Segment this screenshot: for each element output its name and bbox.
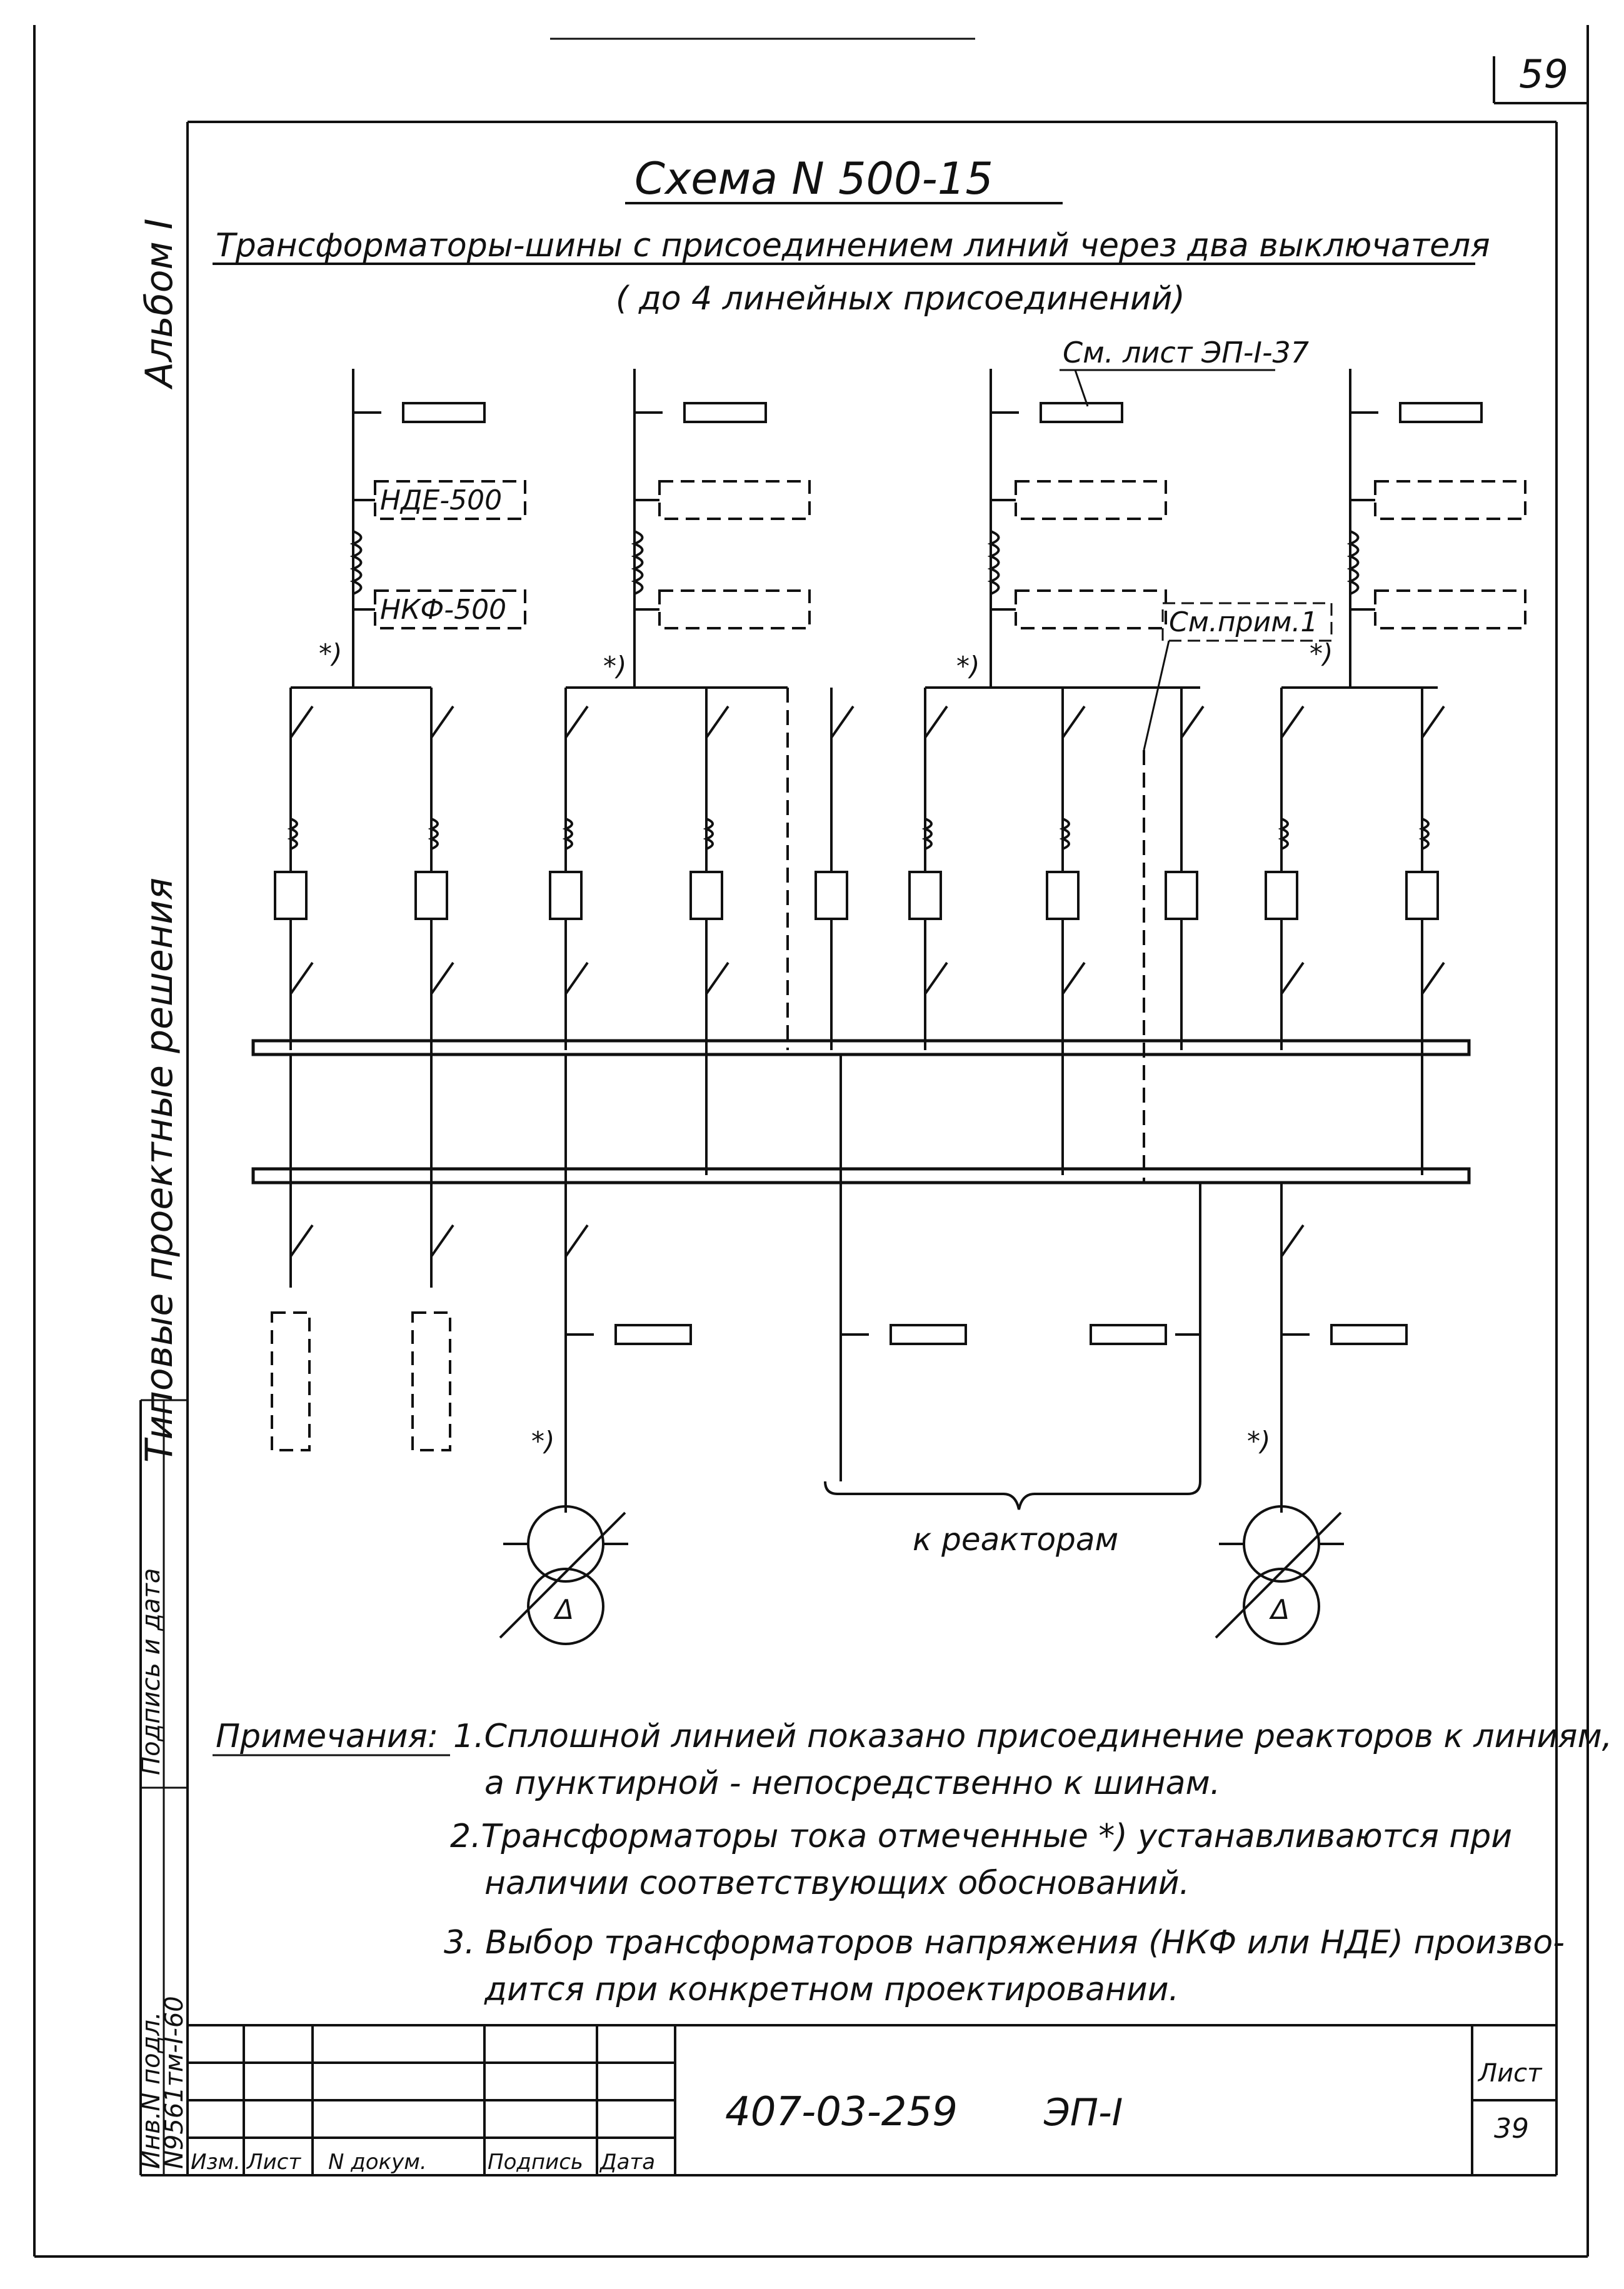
sheet-number: 39	[1494, 2113, 1529, 2145]
note-1a: 1.Сплошной линией показано присоединение…	[453, 1718, 1612, 1755]
scheme-subtitle: Трансформаторы-шины с присоединением лин…	[216, 227, 1490, 264]
scheme-subtitle2: ( до 4 линейных присоединений)	[616, 280, 1185, 318]
note-2b: наличии соответствующих обоснований.	[484, 1865, 1190, 1902]
side-sign-label: Подпись и дата	[137, 1568, 166, 1775]
note-1b: а пунктирной - непосредственно к шинам.	[484, 1765, 1220, 1802]
ct-mark-4: *)	[1310, 638, 1333, 669]
ct-mark-6: *)	[1247, 1426, 1270, 1456]
col-list: Лист	[246, 2150, 301, 2175]
side-inv-label: Инв.N подл.	[137, 2011, 166, 2169]
col-ndoc: N докум.	[328, 2150, 427, 2175]
page-number: 59	[1519, 51, 1568, 97]
note-2a: 2.Трансформаторы тока отмеченные *) уста…	[450, 1818, 1512, 1855]
note-3b: дится при конкретном проектировании.	[484, 1971, 1179, 2008]
note-reference: См.прим.1	[1169, 606, 1318, 638]
svg-text:Δ: Δ	[1269, 1594, 1290, 1626]
title-block	[188, 2024, 1556, 2175]
note-3a: 3. Выбор трансформаторов напряжения (НКФ…	[444, 1924, 1565, 1961]
col-sign: Подпись	[488, 2150, 583, 2175]
power-transformers: Δ Δ	[499, 1505, 1344, 1645]
ct-mark-3: *)	[956, 651, 980, 681]
vt-label-nde: НДЕ-500	[380, 484, 502, 516]
series-label: Типовые проектные решения	[138, 878, 181, 1463]
sheet-code: ЭП-I	[1043, 2091, 1123, 2135]
bus-bars	[251, 1039, 1471, 1185]
lower-branches	[289, 1054, 1408, 1513]
reactor-label: к реакторам	[913, 1521, 1118, 1558]
drawing-frame	[33, 25, 1589, 2258]
ct-mark-5: *)	[531, 1426, 554, 1456]
col-date: Дата	[599, 2150, 655, 2175]
svg-text:Δ: Δ	[553, 1594, 574, 1626]
vt-label-nkf: НКФ-500	[380, 594, 506, 626]
vt-boxes	[374, 480, 1526, 629]
breaker-branches	[274, 688, 1445, 1175]
line-feeders	[349, 369, 1483, 688]
album-label: Альбом I	[138, 219, 181, 391]
col-izm: Изм.	[191, 2150, 241, 2175]
scheme-title: Схема N 500-15	[634, 153, 993, 204]
doc-code: 407-03-259	[725, 2089, 958, 2135]
side-inv-value: N9561тм-I-60	[160, 1996, 189, 2169]
notes-heading: Примечания:	[216, 1718, 438, 1755]
ct-mark-1: *)	[319, 638, 342, 669]
ct-mark-2: *)	[603, 651, 626, 681]
sheet-header: Лист	[1477, 2059, 1543, 2088]
sheet-reference: См. лист ЭП-I-37	[1063, 336, 1309, 369]
